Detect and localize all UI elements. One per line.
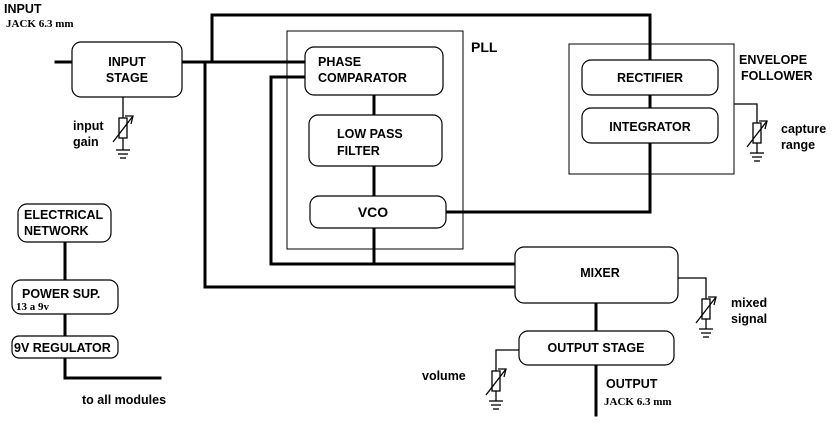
input-stage-block: INPUT STAGE: [71, 41, 183, 98]
vco-label: VCO: [358, 204, 388, 220]
capture-range-line1: capture: [781, 122, 826, 136]
regulator-block: 9V REGULATOR: [11, 335, 119, 359]
mixer-block: MIXER: [514, 246, 679, 304]
rectifier-label: RECTIFIER: [617, 71, 683, 85]
envelope-follower-line2: FOLLOWER: [741, 69, 813, 83]
phase-comparator-line1: PHASE: [318, 55, 361, 69]
envelope-follower-line1: ENVELOPE: [739, 53, 807, 67]
low-pass-filter-block: LOW PASS FILTER: [308, 114, 443, 167]
input-stage-line2: STAGE: [106, 71, 148, 85]
power-supply-block: POWER SUP. 13 a 9v: [11, 279, 119, 315]
mixed-signal-line2: signal: [731, 312, 767, 326]
electrical-network-line1: ELECTRICAL: [24, 208, 104, 222]
volume-potentiometer: [485, 349, 519, 410]
input-gain-potentiometer: [112, 97, 134, 159]
mixed-signal-line1: mixed: [731, 296, 767, 310]
vco-block: VCO: [309, 195, 447, 229]
electrical-network-line2: NETWORK: [24, 224, 89, 238]
output-title: OUTPUT: [606, 377, 658, 391]
integrator-label: INTEGRATOR: [609, 120, 690, 134]
capture-range-line2: range: [781, 138, 815, 152]
signal-wires: [54, 13, 652, 417]
input-title: INPUT: [4, 2, 42, 16]
mixer-label: MIXER: [580, 266, 620, 280]
output-stage-block: OUTPUT STAGE: [518, 330, 675, 366]
phase-comparator-line2: COMPARATOR: [318, 71, 407, 85]
electrical-network-block: ELECTRICAL NETWORK: [17, 203, 112, 243]
phase-comparator-block: PHASE COMPARATOR: [304, 46, 444, 96]
regulator-label: 9V REGULATOR: [14, 341, 111, 355]
pll-label: PLL: [471, 39, 498, 55]
volume-label: volume: [422, 369, 466, 383]
input-gain-line1: input: [73, 119, 104, 133]
power-supply-label: POWER SUP.: [22, 287, 100, 301]
input-gain-line2: gain: [73, 135, 99, 149]
integrator-block: INTEGRATOR: [581, 107, 719, 144]
capture-range-potentiometer: [734, 103, 768, 162]
mixed-signal-potentiometer: [678, 277, 717, 338]
output-jack-label: JACK 6.3 mm: [604, 396, 672, 408]
input-jack-label: JACK 6.3 mm: [6, 18, 74, 30]
low-pass-filter-line1: LOW PASS: [337, 127, 403, 141]
input-stage-line1: INPUT: [108, 55, 146, 69]
low-pass-filter-line2: FILTER: [337, 144, 380, 158]
power-supply-range: 13 a 9v: [16, 301, 50, 313]
rectifier-block: RECTIFIER: [581, 59, 719, 96]
to-all-modules-note: to all modules: [82, 393, 166, 407]
output-stage-label: OUTPUT STAGE: [548, 341, 645, 355]
